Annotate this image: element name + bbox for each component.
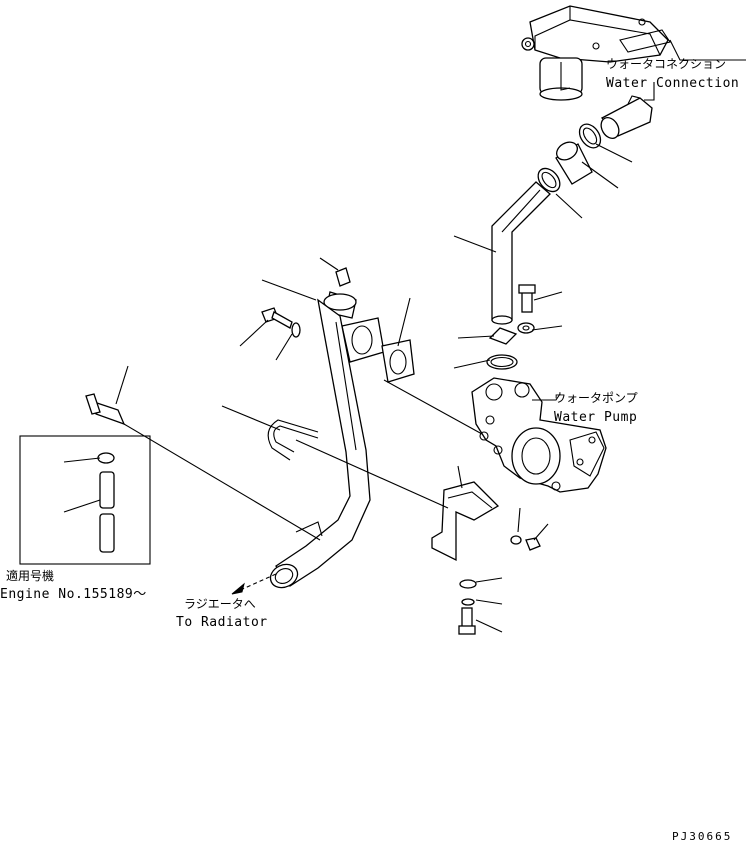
short-hose bbox=[555, 141, 593, 185]
applicable-engine-label-jp: 適用号機 bbox=[6, 568, 54, 583]
leader-lines bbox=[63, 39, 746, 633]
water-connection-label-en: Water Connection bbox=[606, 76, 739, 91]
applicable-engine-label-en: Engine No.155189～ bbox=[0, 587, 147, 602]
bolt-left bbox=[261, 307, 293, 329]
water-connection-label-jp: ウォータコネクション bbox=[606, 57, 726, 71]
to-radiator-label-jp: ラジエータへ bbox=[184, 597, 256, 611]
washer-bottom-1 bbox=[459, 579, 477, 589]
u-bolt bbox=[267, 419, 319, 461]
washer-upper-right bbox=[517, 322, 535, 334]
water-pump bbox=[471, 377, 607, 493]
o-ring bbox=[486, 354, 518, 370]
spring-washer bbox=[461, 598, 475, 606]
water-connection-pipe bbox=[600, 95, 653, 139]
nut-bracket bbox=[525, 537, 541, 551]
radiator-pipe bbox=[269, 298, 371, 589]
gasket bbox=[381, 339, 415, 383]
to-radiator-label-en: To Radiator bbox=[176, 615, 268, 630]
inset-box bbox=[19, 435, 151, 565]
drawing-code: PJ30665 bbox=[672, 830, 732, 843]
washer-left bbox=[291, 322, 301, 338]
bolt-bottom bbox=[458, 607, 476, 635]
water-connection-housing bbox=[521, 5, 671, 101]
hose-clamp-lower bbox=[537, 167, 561, 193]
support-bracket bbox=[431, 481, 500, 562]
water-pump-label-en: Water Pump bbox=[554, 410, 637, 425]
hose-clamp-upper bbox=[578, 123, 602, 149]
bolt-upper-right bbox=[518, 284, 536, 313]
water-pump-label-jp: ウォータポンプ bbox=[554, 391, 638, 405]
bent-water-pipe bbox=[491, 181, 551, 325]
flange-bracket bbox=[488, 327, 518, 345]
to-radiator-arrow-icon bbox=[231, 573, 277, 595]
washer-bracket-a bbox=[510, 535, 522, 545]
